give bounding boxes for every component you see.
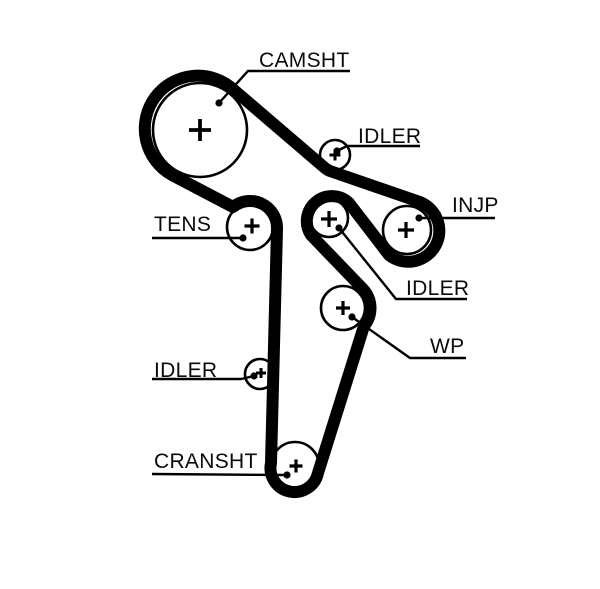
camshaft-label: CAMSHT <box>259 49 349 72</box>
timing-belt-path <box>138 69 446 499</box>
water-pump-leader-line <box>351 316 466 360</box>
injection-pump-center-cross <box>398 222 414 238</box>
idler-lower-center-cross <box>256 368 266 378</box>
injection-pump-label: INJP <box>452 194 499 217</box>
idler-middle-leader-dot <box>335 224 343 232</box>
water-pump-center-cross <box>336 301 350 315</box>
labels: CAMSHT IDLER INJP TENS IDLER WP IDLER CR… <box>154 49 499 473</box>
idler-middle-center-cross <box>321 211 337 227</box>
idler-top-leader-dot <box>333 147 341 155</box>
idler-middle-leader-line <box>338 227 467 301</box>
idler-top-leader-line <box>336 144 420 153</box>
injection-pump-leader-dot <box>415 214 423 222</box>
camshaft-leader-line <box>218 69 350 104</box>
tensioner-label: TENS <box>154 213 211 236</box>
crankshaft-center-cross <box>289 459 303 473</box>
water-pump-label: WP <box>430 335 464 358</box>
idler-lower-leader-dot <box>250 372 258 380</box>
tensioner-leader-dot <box>239 234 247 242</box>
center-marks <box>189 119 414 473</box>
crankshaft-leader-line <box>151 472 285 477</box>
leader-lines <box>151 69 495 479</box>
water-pump-leader-dot <box>348 313 356 321</box>
tensioner-center-cross <box>244 218 260 234</box>
camshaft-center-cross <box>189 119 211 141</box>
crankshaft-leader-dot <box>283 471 291 479</box>
idler-lower-label: IDLER <box>154 359 217 382</box>
idler-top-label: IDLER <box>358 125 421 148</box>
camshaft-leader-dot <box>215 99 223 107</box>
crankshaft-label: CRANSHT <box>154 450 258 473</box>
idler-middle-label: IDLER <box>406 277 469 300</box>
idler-lower-leader-line <box>152 374 255 381</box>
